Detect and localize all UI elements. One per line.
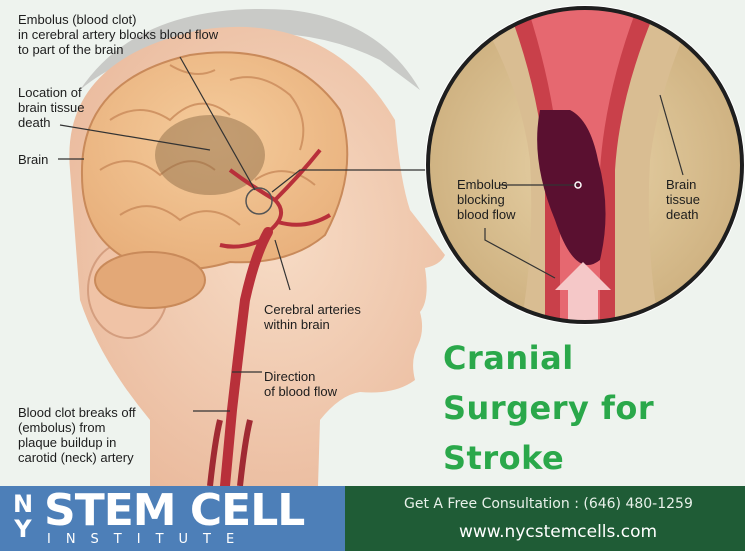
neck-vessels <box>207 419 253 487</box>
logo-institute-text: INSTITUTE <box>47 532 250 547</box>
label-clot-breaks: Blood clot breaks off (embolus) from pla… <box>18 405 136 465</box>
label-location-death: Location of brain tissue death <box>18 85 85 130</box>
label-inset-death: Brain tissue death <box>666 177 700 222</box>
logo[interactable] <box>0 486 345 551</box>
website-link[interactable]: www.nycstemcells.com <box>459 522 658 542</box>
carotid-artery <box>220 227 273 491</box>
cerebellum <box>94 251 206 309</box>
inset-closeup <box>428 8 742 322</box>
label-inset-embolus: Embolus blocking blood flow <box>457 177 516 222</box>
logo-stem-cell-text: STEM CELL <box>44 485 305 536</box>
title-line-3: Stroke <box>443 439 565 477</box>
clot-shape <box>537 110 606 265</box>
label-cerebral-arteries: Cerebral arteries within brain <box>264 302 361 332</box>
label-direction-flow: Direction of blood flow <box>264 369 337 399</box>
cerebral-artery-branches <box>219 148 332 249</box>
consultation-phone[interactable]: Get A Free Consultation : (646) 480-1259 <box>404 496 693 512</box>
flow-arrow <box>555 262 611 322</box>
title-line-2: Surgery for <box>443 389 655 427</box>
hair <box>80 9 420 90</box>
label-brain: Brain <box>18 152 49 167</box>
title-line-1: Cranial <box>443 339 574 377</box>
label-embolus-main: Embolus (blood clot) in cerebral artery … <box>18 12 219 57</box>
leader-lines <box>58 56 432 412</box>
clot-marker-circle <box>245 187 273 215</box>
